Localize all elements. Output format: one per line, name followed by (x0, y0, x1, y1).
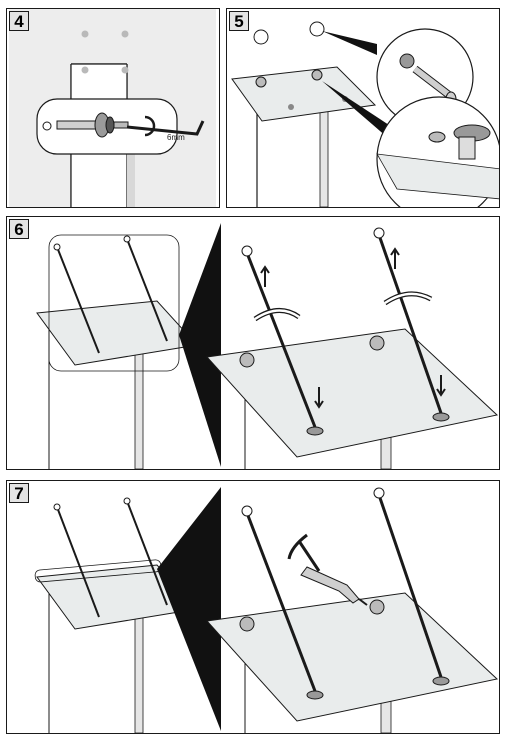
down-arrow-icon (436, 375, 446, 397)
zoom-pointer (157, 487, 221, 731)
mounting-hook-icon (253, 29, 269, 45)
step-5-illustration (231, 21, 499, 207)
drill-hole (121, 66, 129, 74)
step-4-illustration: 6mm (9, 9, 216, 207)
rod-foot (306, 426, 324, 436)
support-rod (245, 252, 317, 428)
glass-fixing (239, 352, 255, 368)
support-rod (245, 512, 317, 692)
rotate-arrow (144, 115, 156, 137)
step-6-panel: 6 (6, 216, 500, 470)
step-7-illustration (34, 483, 499, 733)
glass-fixing (255, 76, 267, 88)
step-4-panel: 4 6mm (6, 8, 220, 208)
anchor-bolt (56, 120, 98, 130)
support-rod (377, 494, 443, 678)
glass-canopy (36, 300, 198, 366)
support-rod (56, 246, 100, 354)
drill-hole (81, 66, 89, 74)
support-rod (126, 500, 168, 606)
up-arrow-icon (390, 247, 400, 269)
step-5-number: 5 (229, 11, 249, 31)
glass-canopy-detail (206, 328, 499, 458)
glass-fixing (239, 616, 255, 632)
tool-size-label: 6mm (167, 133, 185, 142)
glass-fixing (311, 69, 323, 81)
allen-key (126, 120, 205, 136)
drill-hole (81, 30, 89, 38)
support-rod (377, 234, 443, 414)
step-6-number: 6 (9, 219, 29, 239)
rod-foot (306, 690, 324, 700)
zoom-pointer (322, 31, 377, 55)
down-arrow-icon (314, 387, 324, 409)
rod-foot (432, 412, 450, 422)
zoom-pointer (179, 223, 221, 467)
step-7-number: 7 (9, 483, 29, 503)
zoom-pointer (322, 81, 392, 137)
support-rod (126, 238, 168, 342)
drill-hole (121, 30, 129, 38)
support-rod (56, 506, 100, 618)
up-arrow-icon (260, 265, 270, 287)
sealant-gun-icon (287, 533, 368, 606)
step-4-number: 4 (9, 11, 29, 31)
step-6-illustration (36, 219, 499, 469)
glass-fixing (369, 335, 385, 351)
detail-frame (48, 234, 180, 372)
step-7-panel: 7 (6, 480, 500, 734)
glass-fixing (369, 599, 385, 615)
step-5-panel: 5 (226, 8, 500, 208)
rod-foot (432, 676, 450, 686)
glass-canopy (231, 66, 377, 122)
mounting-hook-icon (309, 21, 325, 37)
